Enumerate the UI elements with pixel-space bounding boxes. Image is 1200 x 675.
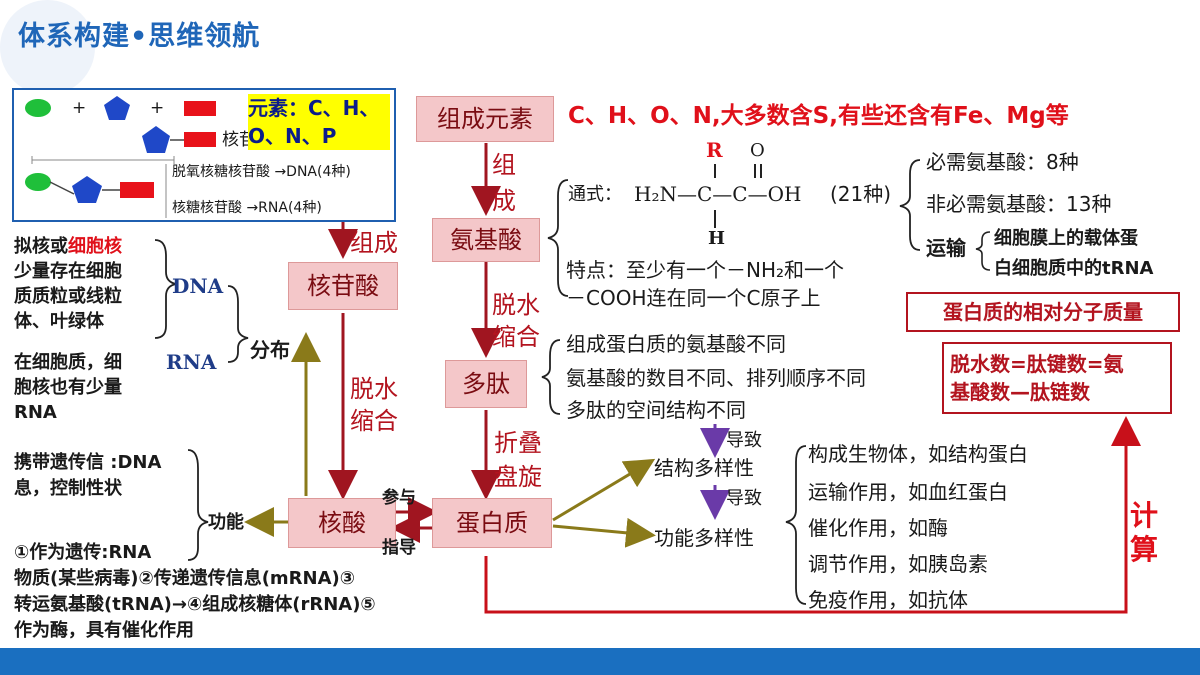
bond-h (714, 210, 716, 228)
mass-line-1: 脱水数=肽键数=氨 (950, 352, 1124, 376)
reason-2: 氨基酸的数目不同、排列顺序不同 (566, 366, 866, 390)
r-group: R (706, 138, 723, 162)
formula-count: (21种) (830, 182, 892, 206)
structure-diversity: 结构多样性 (654, 456, 754, 480)
transport-label: 运输 (926, 236, 966, 260)
rna-dist-2: 胞核也有少量 (14, 377, 122, 398)
nucleoside-label: 核苷 (222, 130, 256, 150)
alpha-h: H (708, 228, 726, 249)
box-amino-acid: 氨基酸 (432, 218, 540, 262)
bond-r (714, 164, 716, 178)
label-dehydration-nucleotide-2: 缩合 (350, 407, 398, 435)
protein-function-2: 运输作用，如血红蛋白 (808, 480, 1008, 504)
box-nucleic-acid: 核酸 (288, 498, 396, 548)
dna-dist-4: 体、叶绿体 (14, 311, 104, 332)
function-diversity: 功能多样性 (654, 526, 754, 550)
dna-distribution: 拟核或细胞核 少量存在细胞 质质粒或线粒 体、叶绿体 (14, 234, 164, 334)
essential-amino: 必需氨基酸：8种 (926, 150, 1079, 174)
dna-dist-3: 质质粒或线粒 (14, 286, 122, 307)
plus-sign: + (72, 98, 87, 118)
label-compose-2: 成 (492, 187, 516, 215)
dna-dist-nucleus: 细胞核 (68, 236, 122, 257)
nonessential-amino: 非必需氨基酸：13种 (926, 192, 1112, 216)
bond-o-2 (760, 164, 762, 178)
function-line-6: 作为酶，具有催化作用 (14, 620, 194, 641)
distribution-label: 分布 (250, 338, 290, 362)
dna-label: DNA (172, 274, 224, 298)
box-nucleotide: 核苷酸 (288, 262, 398, 310)
label-dehydration-nucleotide-1: 脱水 (350, 375, 398, 403)
rna-distribution: 在细胞质，细 胞核也有少量 RNA (14, 350, 164, 425)
rna-label: RNA (166, 350, 217, 374)
bond-o-1 (754, 164, 756, 178)
label-calc-2: 算 (1130, 533, 1159, 566)
nucleotide-elements: 元素：C、H、O、N、P (248, 94, 390, 150)
formula-main: H₂N—C—C—OH (634, 182, 802, 206)
function-line-1: 携带遗传信 :DNA (14, 452, 162, 473)
label-participate: 参与 (382, 488, 416, 508)
reason-3: 多肽的空间结构不同 (566, 398, 746, 422)
protein-function-4: 调节作用，如胰岛素 (808, 552, 988, 576)
protein-function-1: 构成生物体，如结构蛋白 (808, 442, 1028, 466)
box-elements: 组成元素 (416, 96, 554, 142)
box-polypeptide: 多肽 (445, 360, 527, 408)
function-label: 功能 (208, 512, 244, 533)
function-line-4: 物质(某些病毒)②传递遗传信息(mRNA)③ (14, 568, 355, 589)
rna-nucleotide-line: 核糖核苷酸 →RNA(4种) (172, 200, 322, 216)
nucleotide-diagram (25, 96, 216, 218)
label-lead-2: 导致 (726, 488, 762, 509)
box-protein: 蛋白质 (432, 498, 552, 548)
title-decoration (0, 0, 95, 95)
carbonyl-o: O (750, 140, 765, 161)
function-line-5: 转运氨基酸(tRNA)→④组成核糖体(rRNA)⑤ (14, 594, 376, 615)
label-lead-1: 导致 (726, 430, 762, 451)
arrow-protein-to-structure (552, 458, 656, 522)
label-dehydration-amino-2: 缩合 (492, 323, 540, 351)
arrow-calc-loop (484, 416, 1141, 614)
feature-line-2: －COOH连在同一个C原子上 (566, 286, 821, 310)
label-dehydration-amino-1: 脱水 (492, 291, 540, 319)
dna-nucleotide-line: 脱氧核糖核苷酸 →DNA(4种) (172, 164, 351, 180)
dna-dist-1: 拟核或 (14, 236, 68, 257)
arrow-protein-to-function-div (552, 517, 656, 548)
plus-sign: + (150, 98, 165, 118)
label-compose-nucleotide: 组成 (350, 229, 398, 257)
transport-line-1: 细胞膜上的载体蛋 (994, 228, 1138, 249)
label-guide: 指导 (382, 538, 416, 558)
mass-title-box: 蛋白质的相对分子质量 (906, 292, 1180, 332)
rna-dist-3: RNA (14, 402, 57, 423)
dna-dist-2: 少量存在细胞 (14, 261, 122, 282)
protein-function-5: 免疫作用，如抗体 (808, 588, 968, 612)
rna-dist-1: 在细胞质，细 (14, 352, 122, 373)
elements-text: C、H、O、N,大多数含S,有些还含有Fe、Mg等 (568, 103, 1069, 129)
formula-label: 通式： (568, 184, 622, 205)
label-fold-2: 盘旋 (494, 463, 542, 491)
function-line-2: 息，控制性状 (14, 478, 122, 499)
label-compose-1: 组 (492, 151, 516, 179)
function-line-3: ①作为遗传:RNA (14, 542, 152, 563)
mass-line-2: 基酸数—肽链数 (950, 380, 1090, 404)
page-title: 体系构建•思维领航 (18, 21, 261, 52)
reason-1: 组成蛋白质的氨基酸不同 (566, 332, 786, 356)
mass-formula-box: 脱水数=肽键数=氨 基酸数—肽链数 (942, 342, 1172, 414)
label-fold-1: 折叠 (494, 429, 542, 457)
transport-line-2: 白细胞质中的tRNA (994, 258, 1154, 279)
feature-line-1: 特点：至少有一个－NH₂和一个 (566, 258, 845, 282)
label-calc-1: 计 (1130, 499, 1159, 532)
protein-function-3: 催化作用，如酶 (808, 516, 948, 540)
footer-bar (0, 648, 1200, 675)
